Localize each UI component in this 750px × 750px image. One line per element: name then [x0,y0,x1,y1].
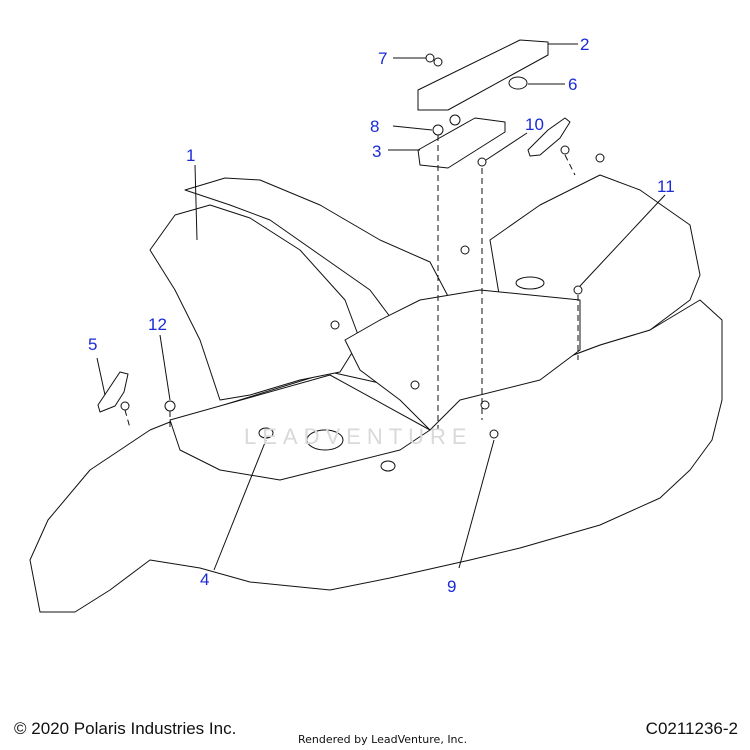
right-hook [527,117,571,157]
callout-5: 5 [88,335,98,354]
callout-9: 9 [447,577,457,596]
storage-box [344,289,581,431]
callout-11: 11 [657,177,675,196]
rendered-by-text: Rendered by LeadVenture, Inc. [298,733,468,746]
cover-plate [417,117,506,169]
watermark: LEADVENTURE [244,424,473,449]
rack-plate [417,39,549,111]
callout-8: 8 [370,117,380,136]
callout-1: 1 [186,146,196,165]
diagram-code: C0211236-2 [645,719,738,738]
callout-12: 12 [148,315,167,334]
callout-3: 3 [372,142,382,161]
lower-deck-tray [169,374,431,481]
callout-4: 4 [200,570,210,589]
left-hook [97,371,129,413]
callout-2: 2 [580,35,590,54]
callout-6: 6 [568,75,578,94]
bumper [508,76,528,90]
callout-10: 10 [525,115,544,134]
callout-7: 7 [378,49,388,68]
copyright-text: © 2020 Polaris Industries Inc. [14,719,237,738]
left-fender-wing [149,204,361,401]
